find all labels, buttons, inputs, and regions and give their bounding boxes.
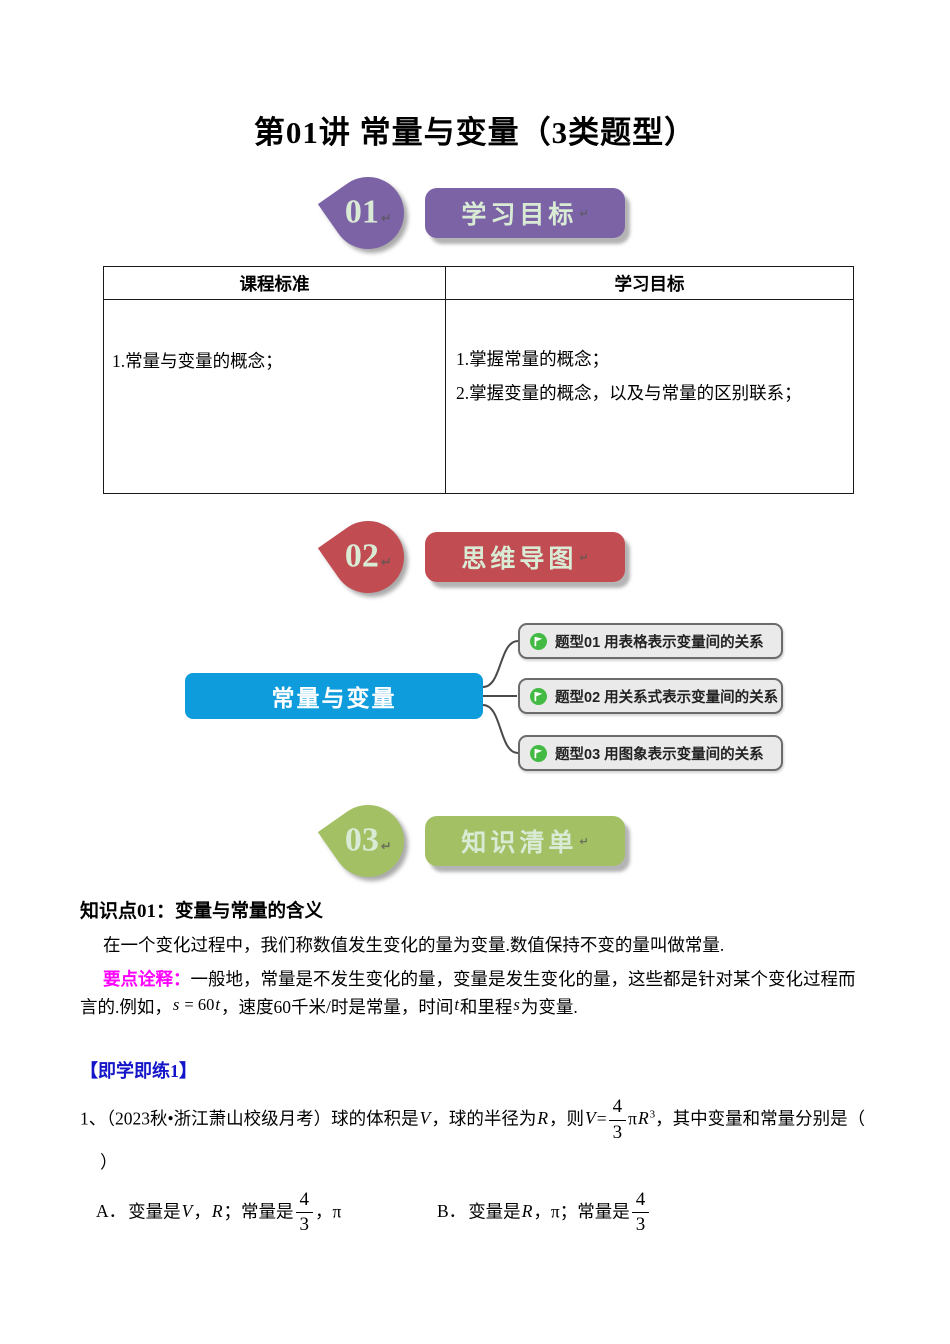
question-number: 1、 — [80, 1108, 107, 1129]
pi-symbol: π — [628, 1108, 637, 1129]
section-banner-label: 学习目标 — [461, 201, 578, 229]
section-number-badge: 01↵ — [317, 162, 419, 264]
page-title: 第01讲 常量与变量（3类题型） — [253, 115, 697, 150]
learning-goals-cell: 1.掌握常量的概念； 2.掌握变量的概念，以及与常量的区别联系； — [445, 299, 854, 494]
mindmap-branch-node: 题型02 用关系式表示变量间的关系 — [518, 678, 783, 714]
section-header-knowledge-list: 03↵ 知识清单↵ — [0, 790, 950, 892]
section-number: 01↵ — [344, 194, 392, 231]
curriculum-item: 1.常量与变量的概念； — [112, 351, 283, 371]
return-mark-icon: ↵ — [579, 550, 589, 564]
section-number: 02↵ — [344, 538, 392, 575]
question-source: （2023秋•浙江萧山校级月考） — [106, 1108, 332, 1129]
branch-label: 题型03 用图象表示变量间的关系 — [555, 746, 764, 763]
return-mark-icon: ↵ — [380, 840, 392, 855]
mindmap-root-node: 常量与变量 — [185, 673, 483, 719]
table-header-row: 课程标准 学习目标 — [103, 266, 854, 300]
curriculum-standard-cell: 1.常量与变量的概念； — [103, 299, 446, 494]
option-b-label: B． — [437, 1200, 467, 1221]
var-R: R — [537, 1108, 549, 1129]
option-a-label: A． — [96, 1200, 127, 1221]
green-flag-icon — [530, 632, 547, 650]
definition-paragraph: 在一个变化过程中，我们称数值发生变化的量为变量.数值保持不变的量叫做常量. — [103, 935, 725, 955]
section-banner: 思维导图↵ — [425, 532, 625, 582]
key-note-paragraph: 要点诠释：一般地，常量是不发生变化的量，变量是发生变化的量，这些都是针对某个变化… — [80, 969, 856, 1017]
var-V: V — [419, 1108, 431, 1129]
var-s: s — [513, 995, 520, 1014]
return-mark-icon: ↵ — [579, 206, 589, 220]
section-banner-label: 思维导图 — [461, 545, 578, 573]
section-number: 03↵ — [344, 822, 392, 859]
key-note-label: 要点诠释： — [103, 969, 191, 989]
goal-item: 1.掌握常量的概念； — [456, 349, 610, 369]
knowledge-point-title: 变量与常量的含义 — [175, 900, 324, 921]
goals-table: 课程标准 学习目标 1.常量与变量的概念； 1.掌握常量的概念； 2.掌握变量的… — [103, 266, 854, 494]
section-header-mind-map: 02↵ 思维导图↵ — [0, 506, 950, 608]
return-mark-icon: ↵ — [380, 212, 392, 227]
return-mark-icon: ↵ — [579, 834, 589, 848]
section-number-badge: 02↵ — [317, 506, 419, 608]
mind-map: 常量与变量 题型01 用表格表示变量间的关系 题型02 用关系式表示变量间的关系 — [0, 612, 950, 782]
branch-label: 题型02 用关系式表示变量间的关系 — [555, 689, 779, 706]
teardrop-shape: 02↵ — [317, 506, 419, 608]
knowledge-point-label: 知识点01： — [80, 901, 176, 922]
section-header-learning-goals: 01↵ 学习目标↵ — [0, 162, 950, 264]
practice-heading: 【即学即练1】 — [80, 1061, 197, 1081]
section-number-badge: 03↵ — [317, 790, 419, 892]
teardrop-shape: 03↵ — [317, 790, 419, 892]
knowledge-point-heading: 知识点01：变量与常量的含义 — [80, 898, 870, 925]
green-flag-icon — [530, 744, 547, 762]
section-banner: 知识清单↵ — [425, 816, 625, 866]
mindmap-branch-node: 题型03 用图象表示变量间的关系 — [518, 735, 783, 771]
col-header-curriculum-standard: 课程标准 — [103, 266, 446, 300]
teardrop-shape: 01↵ — [317, 162, 419, 264]
goal-item: 2.掌握变量的概念，以及与常量的区别联系； — [456, 383, 802, 403]
green-flag-icon — [530, 687, 547, 705]
formula-s-60t: s = 60t — [172, 995, 220, 1014]
question-close-paren: ） — [100, 1151, 118, 1172]
section-banner-label: 知识清单 — [461, 829, 578, 857]
mindmap-branch-node: 题型01 用表格表示变量间的关系 — [518, 623, 783, 659]
col-header-learning-goals: 学习目标 — [445, 266, 854, 300]
section-banner: 学习目标↵ — [425, 188, 625, 238]
branch-label: 题型01 用表格表示变量间的关系 — [555, 634, 764, 651]
var-t: t — [454, 995, 459, 1014]
return-mark-icon: ↵ — [380, 556, 392, 571]
table-body-row: 1.常量与变量的概念； 1.掌握常量的概念； 2.掌握变量的概念，以及与常量的区… — [103, 299, 854, 494]
